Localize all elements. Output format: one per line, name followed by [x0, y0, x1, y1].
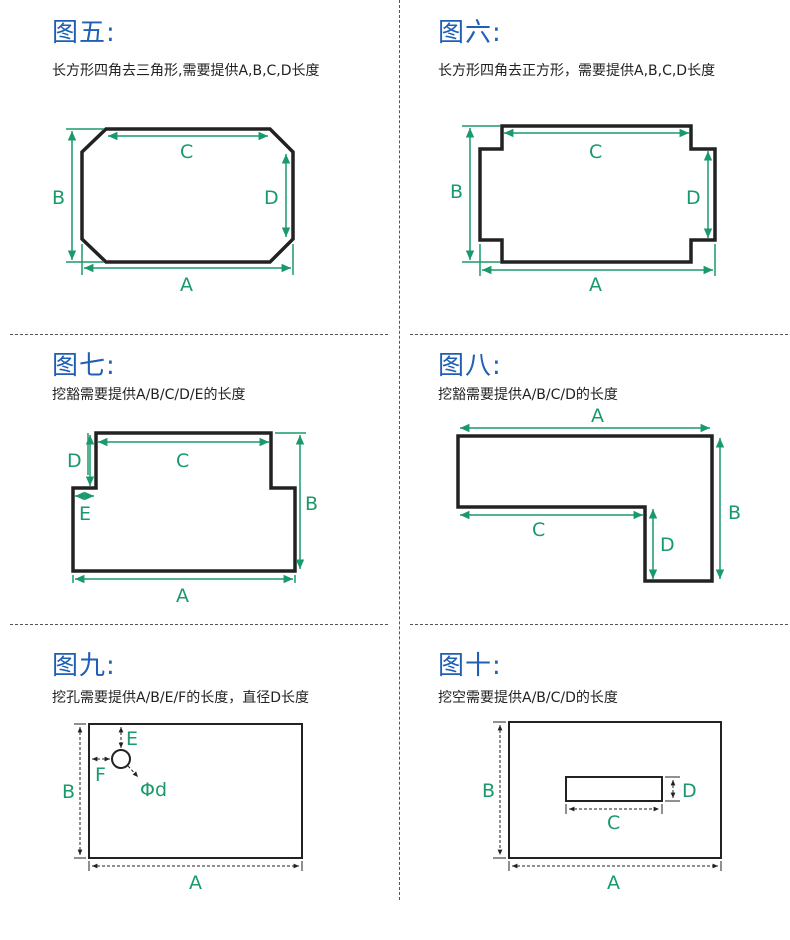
vertical-divider: [399, 0, 400, 900]
fig8-label-B: B: [728, 502, 741, 524]
shape-fig9: [88, 723, 303, 859]
horizontal-divider-1-right: [410, 334, 788, 335]
cutout-fig10: [565, 776, 663, 802]
panel-title-5: 图五:: [52, 18, 116, 48]
fig10-label-D: D: [682, 780, 697, 802]
diagram-fig7: D C E B A: [67, 431, 318, 607]
panel-desc-10: 挖空需要提供A/B/C/D的长度: [438, 690, 618, 706]
fig8-label-D: D: [660, 534, 675, 556]
panel-title-6: 图六:: [438, 18, 502, 48]
horizontal-divider-2-left: [10, 624, 388, 625]
fig6-label-C: C: [589, 141, 602, 163]
fig6-label-A: A: [589, 274, 602, 296]
diagram-fig9: E F Φd B A: [62, 723, 303, 894]
diagram-fig5: B C D A: [52, 127, 295, 296]
fig5-label-D: D: [264, 187, 279, 209]
panel-title-10: 图十:: [438, 651, 502, 681]
fig7-label-D: D: [67, 450, 82, 472]
fig9-label-A: A: [189, 872, 202, 894]
fig6-label-D: D: [686, 187, 701, 209]
shape-fig5: [80, 127, 295, 264]
fig8-label-A: A: [591, 405, 604, 427]
fig7-label-B: B: [305, 493, 318, 515]
fig9-label-B: B: [62, 781, 75, 803]
fig9-label-d: Φd: [140, 779, 167, 801]
fig5-label-B: B: [52, 187, 65, 209]
shape-fig10: [508, 721, 722, 859]
dim-line-fig9-d: [127, 765, 139, 778]
fig7-label-A: A: [176, 585, 189, 607]
panel-title-8: 图八:: [438, 351, 502, 381]
fig10-label-C: C: [607, 812, 620, 834]
diagram-fig6: B C D A: [450, 124, 717, 296]
panel-desc-6: 长方形四角去正方形，需要提供A,B,C,D长度: [438, 63, 716, 79]
panel-desc-8: 挖豁需要提供A/B/C/D的长度: [438, 387, 618, 403]
fig6-label-B: B: [450, 181, 463, 203]
fig8-label-C: C: [532, 519, 545, 541]
fig7-label-E: E: [79, 503, 91, 525]
diagram-fig8: A B C D: [456, 405, 741, 583]
shape-fig8: [456, 434, 714, 583]
fig10-label-A: A: [607, 872, 620, 894]
hole-fig9: [111, 749, 131, 769]
fig9-label-E: E: [126, 728, 138, 750]
panel-title-7: 图七:: [52, 351, 116, 381]
fig5-label-A: A: [180, 274, 193, 296]
shape-fig6: [478, 124, 717, 264]
panel-desc-5: 长方形四角去三角形,需要提供A,B,C,D长度: [52, 63, 320, 79]
shape-fig7: [71, 431, 297, 573]
horizontal-divider-2-right: [410, 624, 788, 625]
fig7-label-C: C: [176, 450, 189, 472]
fig10-label-B: B: [482, 780, 495, 802]
panel-title-9: 图九:: [52, 651, 116, 681]
horizontal-divider-1-left: [10, 334, 388, 335]
panel-desc-9: 挖孔需要提供A/B/E/F的长度，直径D长度: [52, 690, 310, 706]
fig9-label-F: F: [95, 764, 106, 786]
panel-desc-7: 挖豁需要提供A/B/C/D/E的长度: [52, 387, 246, 403]
fig5-label-C: C: [180, 141, 193, 163]
diagram-fig10: B D C A: [482, 721, 722, 894]
